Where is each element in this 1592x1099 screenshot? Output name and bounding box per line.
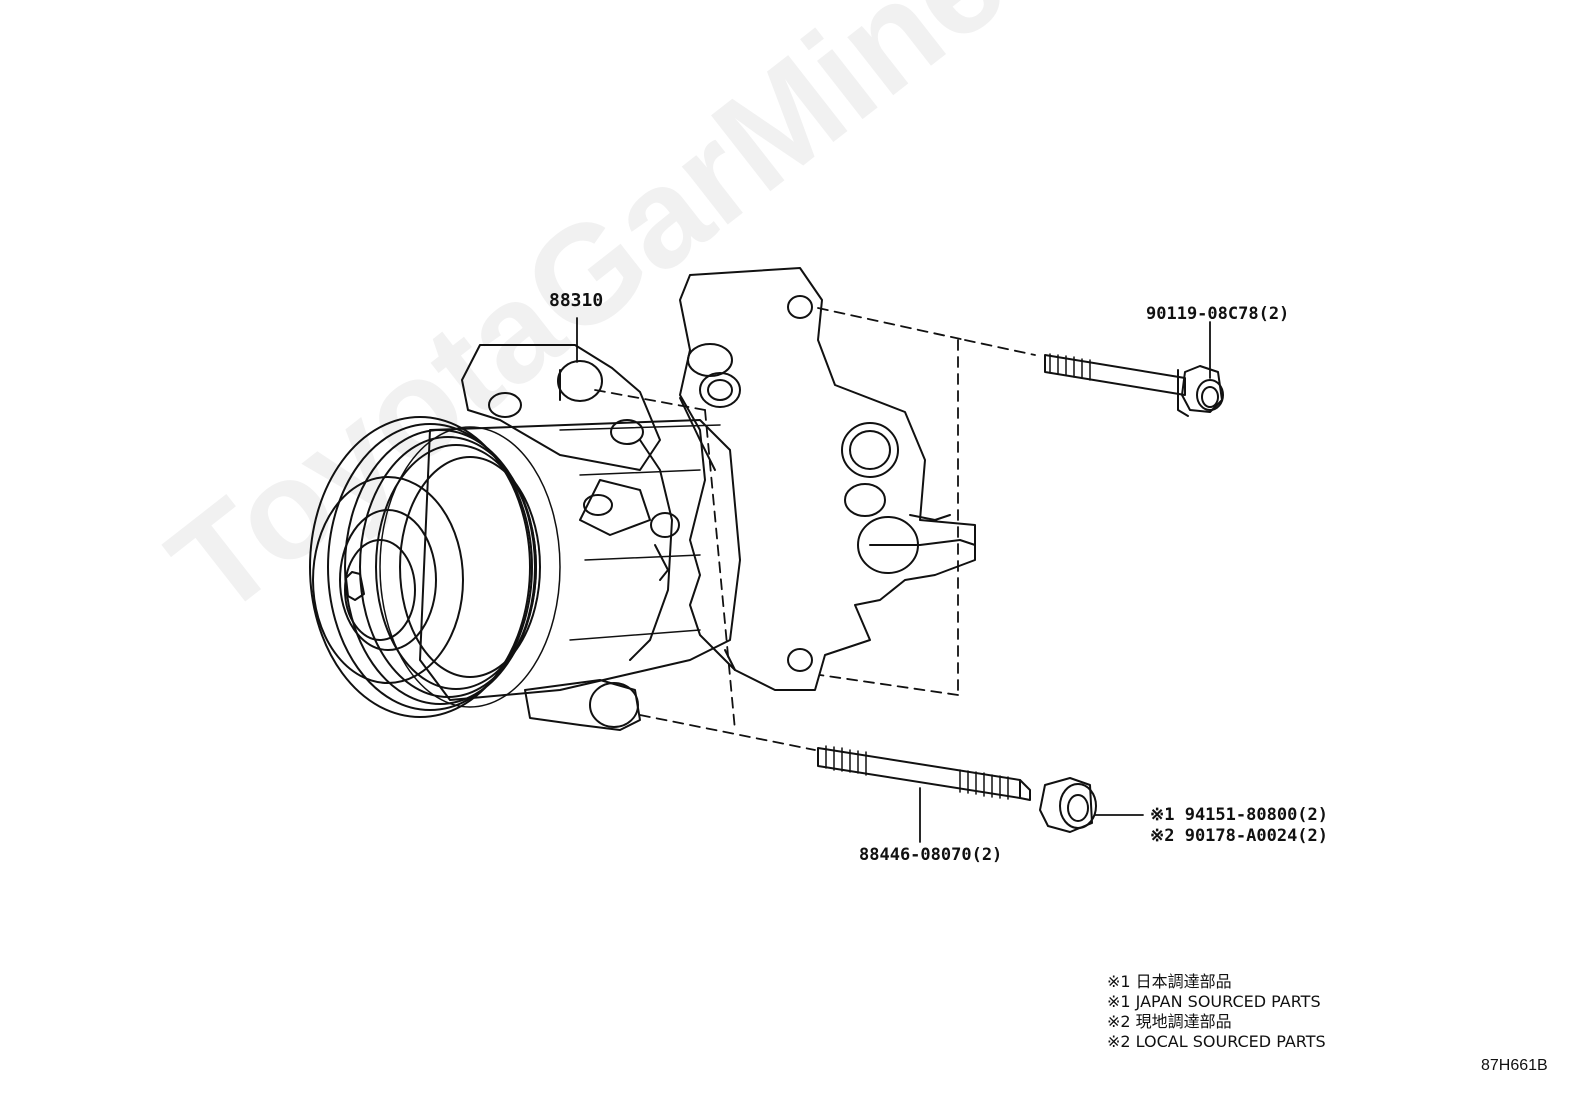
sourcing-legend: ※1 日本調達部品 ※1 JAPAN SOURCED PARTS ※2 現地調達… xyxy=(1107,972,1326,1052)
diagram-code: 87H661B xyxy=(1481,1057,1548,1074)
label-nut-option2[interactable]: ※2 90178-A0024(2) xyxy=(1150,826,1329,846)
nut-drawing xyxy=(1039,777,1097,833)
legend-line-3: ※2 現地調達部品 xyxy=(1107,1012,1232,1031)
alignment-lines xyxy=(594,307,1036,751)
label-compressor[interactable]: 88310 xyxy=(549,290,604,311)
compressor-drawing xyxy=(309,267,976,731)
flange-bolt-drawing xyxy=(1044,353,1224,417)
label-flange-bolt[interactable]: 90119-08C78(2) xyxy=(1146,304,1290,324)
stud-drawing xyxy=(817,745,1031,801)
legend-line-4: ※2 LOCAL SOURCED PARTS xyxy=(1107,1032,1326,1051)
label-nut-option1[interactable]: ※1 94151-80800(2) xyxy=(1150,805,1329,825)
legend-line-2: ※1 JAPAN SOURCED PARTS xyxy=(1107,992,1321,1011)
label-stud[interactable]: 88446-08070(2) xyxy=(859,845,1003,865)
leader-lines xyxy=(576,317,1211,843)
legend-line-1: ※1 日本調達部品 xyxy=(1107,972,1232,991)
